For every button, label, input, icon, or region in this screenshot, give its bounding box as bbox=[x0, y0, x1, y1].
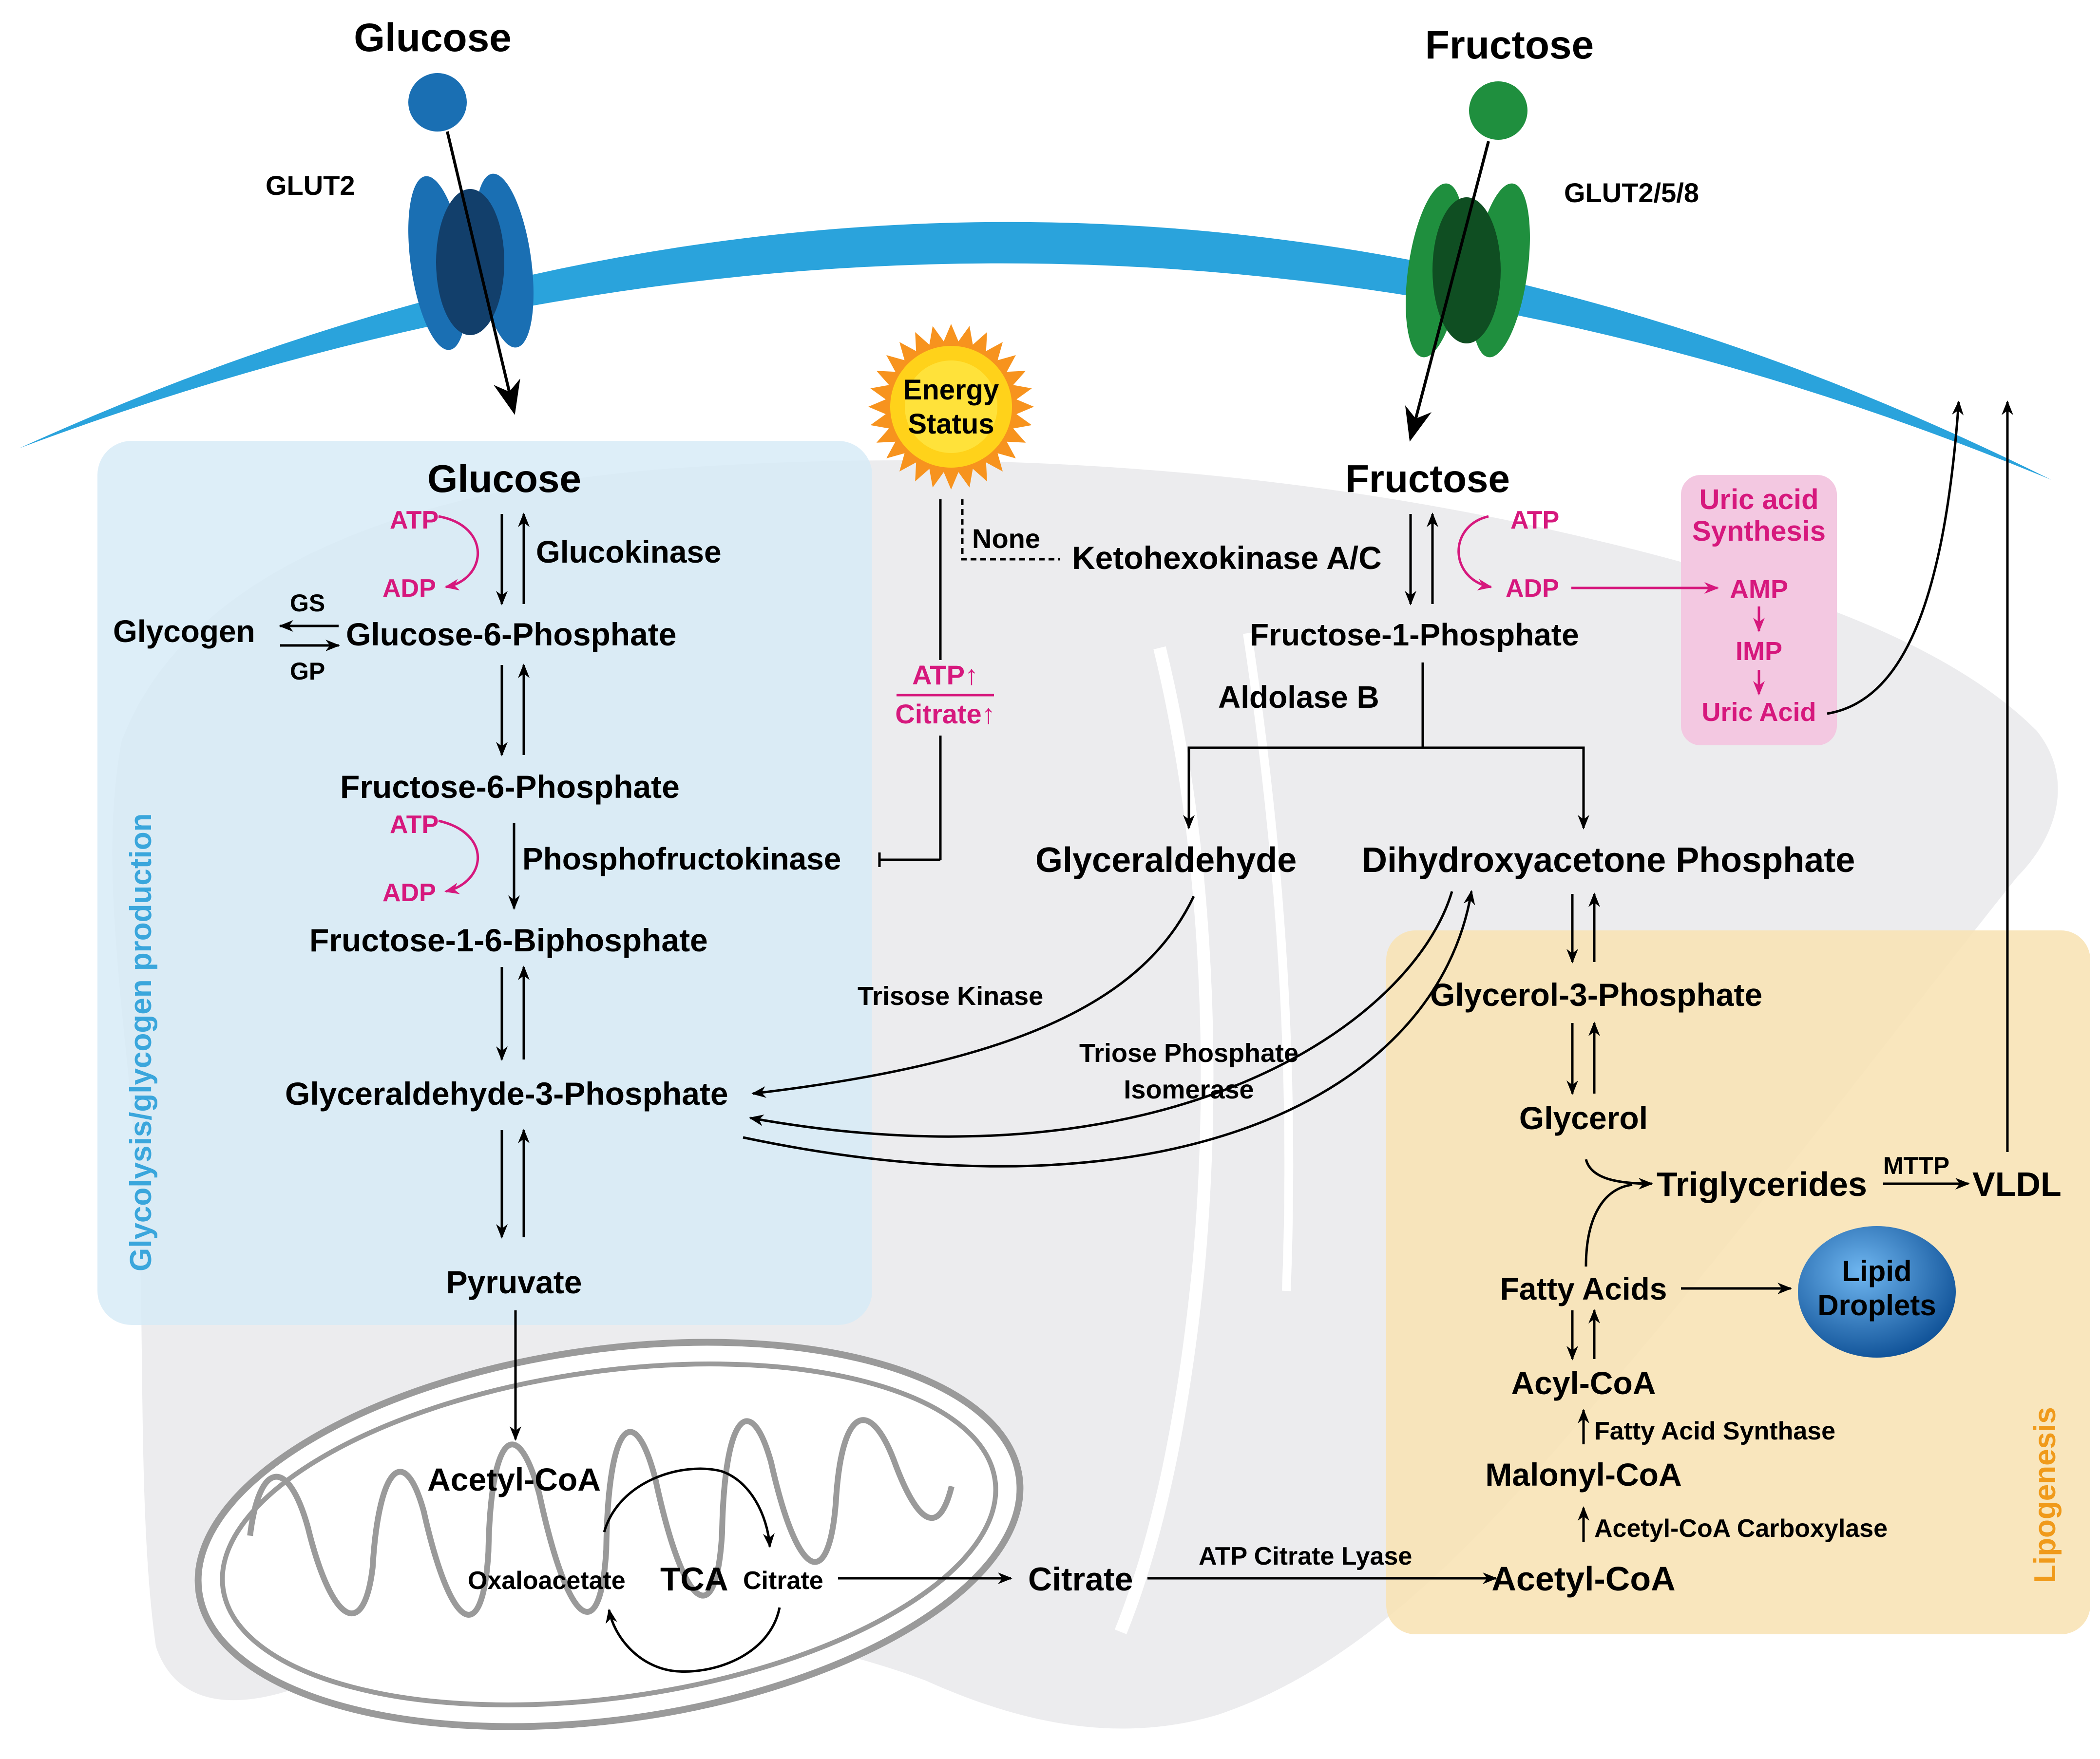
uric-acid-label: Uric Acid bbox=[1701, 698, 1816, 727]
fructose-extracellular-label: Fructose bbox=[1425, 23, 1594, 67]
adp-glucokinase: ADP bbox=[382, 574, 436, 603]
adp-khk: ADP bbox=[1506, 574, 1559, 603]
mttp-label: MTTP bbox=[1883, 1152, 1949, 1179]
fatty-acid-synthase-label: Fatty Acid Synthase bbox=[1594, 1417, 1835, 1445]
khk-label: Ketohexokinase A/C bbox=[1072, 540, 1382, 576]
uric-title-line1: Uric acid bbox=[1699, 484, 1819, 515]
atp-up-label: ATP↑ bbox=[912, 660, 978, 690]
citrate-mito-label: Citrate bbox=[743, 1567, 823, 1595]
tpi-label-line2: Isomerase bbox=[1124, 1075, 1254, 1104]
lipogenesis-labels: Glycerol-3-Phosphate Glycerol Triglyceri… bbox=[1430, 977, 2062, 1598]
fructolysis-labels: Fructose ATP ADP Ketohexokinase A/C Fruc… bbox=[858, 457, 1855, 1104]
lipid-droplet-icon bbox=[1798, 1226, 1956, 1358]
aldolase-b-label: Aldolase B bbox=[1218, 680, 1379, 715]
acylcoa-label: Acyl-CoA bbox=[1511, 1365, 1656, 1401]
citrate-up-label: Citrate↑ bbox=[895, 699, 995, 729]
energy-feedback-labels: ATP↑ Citrate↑ bbox=[895, 660, 995, 729]
glycerol-label: Glycerol bbox=[1519, 1100, 1648, 1136]
fructose-intracellular-label: Fructose bbox=[1345, 457, 1510, 500]
uric-acid-labels: Uric acid Synthesis AMP IMP Uric Acid bbox=[1692, 484, 1826, 727]
gs-label: GS bbox=[290, 589, 325, 617]
atp-glucokinase: ATP bbox=[390, 506, 439, 534]
energy-status-line1: Energy bbox=[903, 374, 999, 406]
triglycerides-label: Triglycerides bbox=[1657, 1165, 1867, 1203]
trisose-kinase-label: Trisose Kinase bbox=[858, 982, 1043, 1011]
glucose-extracellular-label: Glucose bbox=[354, 16, 512, 60]
glucose-transporter-icon bbox=[408, 73, 534, 415]
pfk-label: Phosphofructokinase bbox=[522, 841, 841, 876]
atp-khk: ATP bbox=[1510, 506, 1559, 534]
glycogen-label: Glycogen bbox=[113, 614, 255, 649]
glycolysis-region bbox=[97, 441, 872, 1325]
f1p-label: Fructose-1-Phosphate bbox=[1250, 617, 1579, 652]
vldl-label: VLDL bbox=[1972, 1165, 2062, 1203]
energy-status-line2: Status bbox=[908, 408, 994, 440]
acc-label: Acetyl-CoA Carboxylase bbox=[1594, 1514, 1888, 1543]
atp-pfk: ATP bbox=[390, 811, 439, 839]
lipid-droplets-line2: Droplets bbox=[1817, 1289, 1936, 1322]
acetylcoa-mito-label: Acetyl-CoA bbox=[427, 1461, 601, 1497]
tpi-label-line1: Triose Phosphate bbox=[1079, 1039, 1298, 1068]
imp-label: IMP bbox=[1736, 637, 1782, 666]
lipogenesis-region bbox=[1386, 930, 2090, 1634]
citrate-cyto-label: Citrate bbox=[1028, 1561, 1133, 1598]
pathway-arrows bbox=[279, 400, 2013, 1673]
glut2-label: GLUT2 bbox=[266, 170, 355, 201]
adp-pfk: ADP bbox=[382, 879, 436, 907]
uric-title-line2: Synthesis bbox=[1692, 515, 1826, 547]
glycerol3p-label: Glycerol-3-Phosphate bbox=[1430, 977, 1762, 1013]
starburst-icon bbox=[868, 324, 1034, 490]
glycolysis-side-label: Glycolysis/glycogen production bbox=[124, 813, 158, 1271]
glycolysis-labels: Glucose ATP ADP Glucokinase GS GP Glycog… bbox=[113, 457, 841, 1300]
lipogenesis-side-label: Lipogenesis bbox=[2028, 1407, 2062, 1583]
acetylcoa-lipo-label: Acetyl-CoA bbox=[1491, 1560, 1675, 1598]
dhap-label: Dihydroxyacetone Phosphate bbox=[1362, 841, 1855, 880]
tca-label: TCA bbox=[660, 1561, 728, 1598]
none-label: None bbox=[972, 523, 1040, 554]
fatty-acids-label: Fatty Acids bbox=[1500, 1271, 1667, 1306]
g3p-label: Glyceraldehyde-3-Phosphate bbox=[285, 1076, 728, 1112]
gp-label: GP bbox=[290, 658, 325, 685]
f16bp-label: Fructose-1-6-Biphosphate bbox=[309, 922, 708, 958]
lipid-droplets-line1: Lipid bbox=[1842, 1255, 1911, 1287]
f6p-label: Fructose-6-Phosphate bbox=[340, 769, 680, 805]
glucokinase-label: Glucokinase bbox=[536, 534, 722, 569]
mitochondrion-icon bbox=[194, 1339, 1024, 1730]
mitochondrion-labels: Acetyl-CoA Oxaloacetate TCA Citrate Citr… bbox=[427, 1461, 1412, 1598]
atp-adp-arrows bbox=[438, 515, 1765, 894]
atp-citrate-lyase-label: ATP Citrate Lyase bbox=[1199, 1542, 1412, 1570]
glut258-label: GLUT2/5/8 bbox=[1564, 177, 1699, 208]
glyceraldehyde-label: Glyceraldehyde bbox=[1035, 841, 1297, 880]
malonylcoa-label: Malonyl-CoA bbox=[1485, 1456, 1681, 1493]
amp-label: AMP bbox=[1730, 575, 1788, 604]
top-labels: Glucose Fructose GLUT2 GLUT2/5/8 Energy … bbox=[266, 16, 1699, 554]
pyruvate-label: Pyruvate bbox=[446, 1264, 582, 1300]
oxaloacetate-label: Oxaloacetate bbox=[468, 1567, 626, 1595]
glucose-intracellular-label: Glucose bbox=[427, 457, 581, 500]
g6p-label: Glucose-6-Phosphate bbox=[346, 616, 676, 652]
fructose-transporter-icon bbox=[1405, 81, 1530, 442]
